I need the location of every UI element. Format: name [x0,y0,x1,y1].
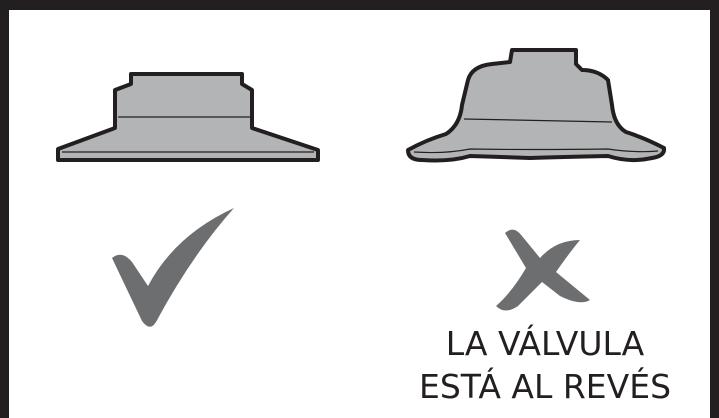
inverted-valve-caption: LA VÁLVULA ESTÁ AL REVÉS [410,322,680,408]
valve-correct [56,72,320,162]
caption-line-2: ESTÁ AL REVÉS [418,367,672,406]
cross-mark-icon [496,229,590,311]
valve-inverted [406,48,667,163]
caption-line-1: LA VÁLVULA [445,324,645,363]
check-mark-icon [112,208,234,327]
